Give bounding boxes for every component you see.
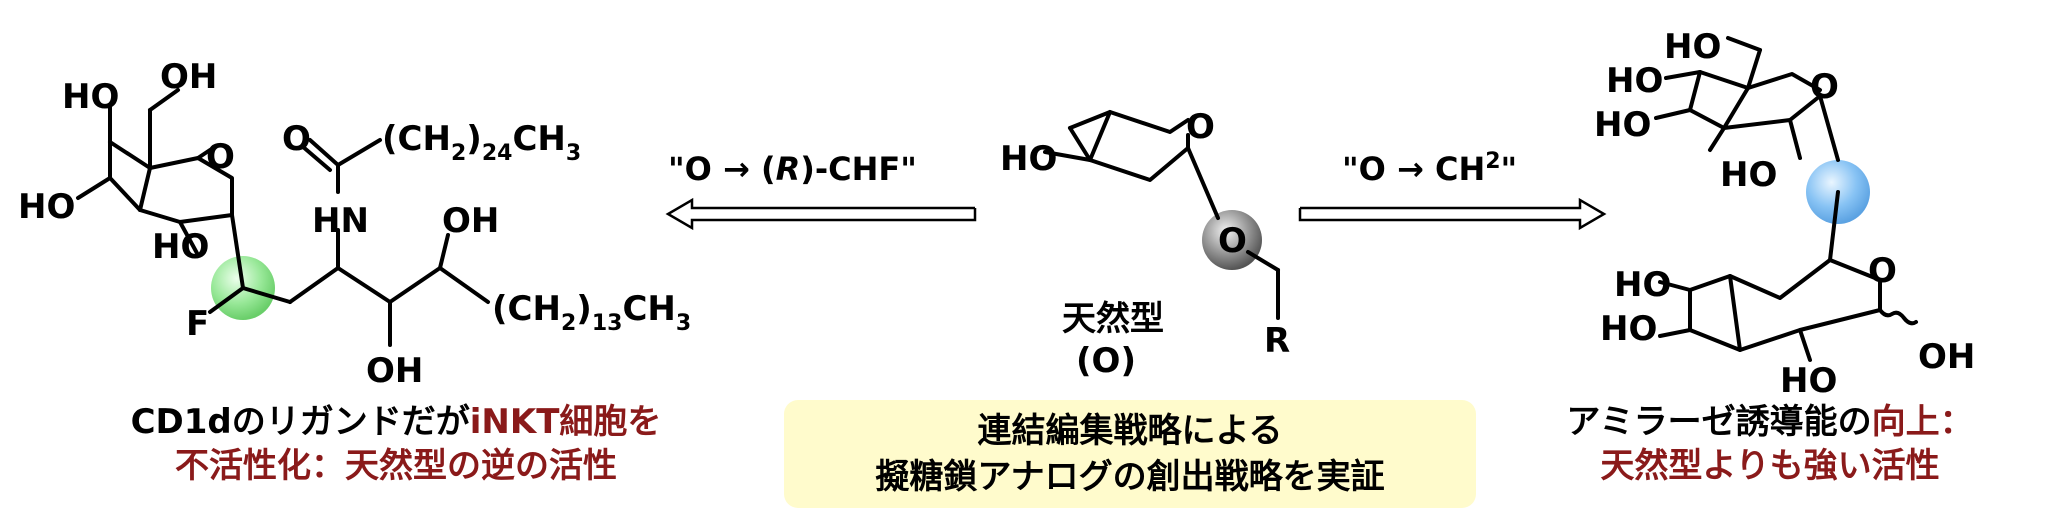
right-arrow-label: "O → CH2" xyxy=(1342,149,1517,188)
left-oh-2: OH xyxy=(442,201,499,241)
right-atom-labels: HO HO HO O HO HO HO O HO OH xyxy=(1594,27,1975,401)
right-arrow: "O → CH2" xyxy=(1298,149,1607,231)
center-box-line1: 連結編集戦略による xyxy=(977,411,1283,451)
left-caption-line1: CD1dのリガンドだがiNKT細胞を xyxy=(130,402,662,442)
left-arrow-label: "O → (R)-CHF" xyxy=(668,150,917,188)
left-f: F xyxy=(186,304,209,344)
right-ho-5: HO xyxy=(1614,265,1671,305)
center-o-glyco: O xyxy=(1218,221,1247,261)
right-o-ring-1: O xyxy=(1810,67,1839,107)
center-o-ring: O xyxy=(1186,107,1215,147)
natural-type-o-label: (O) xyxy=(1076,341,1136,381)
center-box-line2: 擬糖鎖アナログの創出戦略を実証 xyxy=(875,457,1385,497)
right-caption: アミラーゼ誘導能の向上： 天然型よりも強い活性 xyxy=(1500,400,2040,488)
left-arrow: "O → (R)-CHF" xyxy=(665,150,977,231)
left-oh-3: OH xyxy=(366,351,423,391)
right-ho-2: HO xyxy=(1606,61,1663,101)
left-molecule xyxy=(76,88,490,347)
left-caption-line2: 不活性化：天然型の逆の活性 xyxy=(175,446,617,486)
left-ho-2: HO xyxy=(18,187,75,227)
natural-type-label: 天然型 xyxy=(1062,299,1164,339)
right-ho-4: HO xyxy=(1720,155,1777,195)
right-ho-3: HO xyxy=(1594,105,1651,145)
right-molecule xyxy=(1654,36,1918,362)
left-ho-3: HO xyxy=(152,227,209,267)
right-caption-line2: 天然型よりも強い活性 xyxy=(1600,446,1940,486)
left-hn: HN xyxy=(312,201,369,241)
right-ho-7: HO xyxy=(1780,361,1837,401)
left-o-carbonyl: O xyxy=(282,119,311,159)
right-o-ring-2: O xyxy=(1868,251,1897,291)
center-molecule xyxy=(1043,110,1280,320)
center-atom-labels: HO O O R 天然型 (O) xyxy=(1000,107,1290,381)
glycosidic-oxygen-sphere xyxy=(1202,210,1262,270)
center-r: R xyxy=(1264,321,1290,361)
left-chain-top: (CH2)24CH3 xyxy=(382,119,581,166)
right-ho-6: HO xyxy=(1600,309,1657,349)
right-oh: OH xyxy=(1918,337,1975,377)
right-caption-line1: アミラーゼ誘導能の向上： xyxy=(1566,402,1974,442)
right-ho-1: HO xyxy=(1664,27,1721,67)
left-chain-bottom: (CH2)13CH3 xyxy=(492,289,691,336)
left-caption: CD1dのリガンドだがiNKT細胞を 不活性化：天然型の逆の活性 xyxy=(46,400,746,488)
center-ho: HO xyxy=(1000,139,1057,179)
left-ho-1: HO xyxy=(62,77,119,117)
left-oh-1: OH xyxy=(160,57,217,97)
center-summary-box: 連結編集戦略による 擬糖鎖アナログの創出戦略を実証 xyxy=(784,400,1476,508)
left-o-ring: O xyxy=(206,137,235,177)
left-atom-labels: HO OH O HO HO F O HN OH OH (CH2)24CH3 (C… xyxy=(18,57,691,391)
